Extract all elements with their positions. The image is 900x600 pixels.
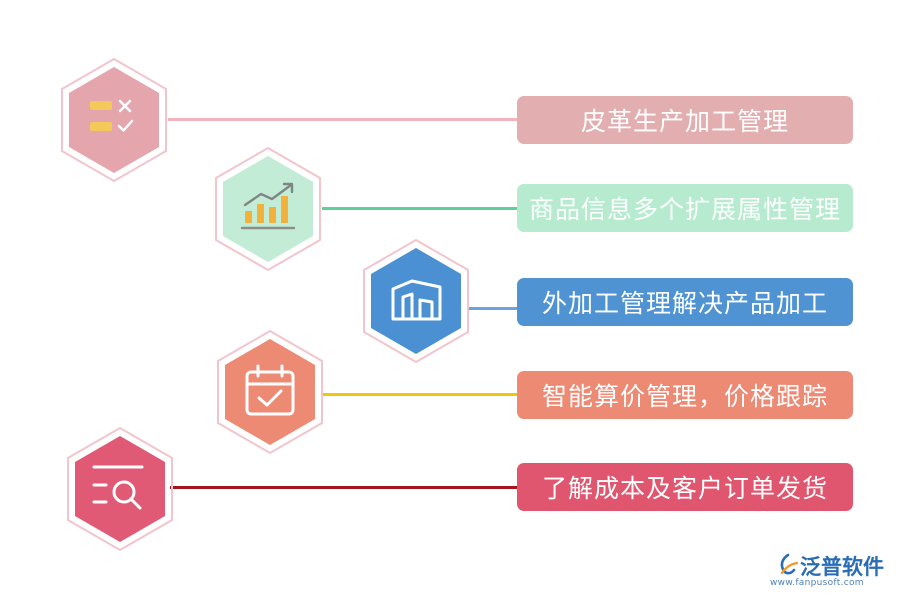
logo-name: 泛普软件 [800,555,884,579]
warehouse-icon [391,279,442,321]
connector-line [170,486,520,489]
logo-url: www.fanpusoft.com [770,578,864,588]
connector-line [468,307,520,310]
label-product-attributes: 商品信息多个扩展属性管理 [517,184,853,232]
label-leather-production: 皮革生产加工管理 [517,96,853,144]
connector-line [168,118,520,121]
fanpu-logo: 泛普软件 www.fanpusoft.com [770,551,890,595]
label-cost-orders: 了解成本及客户订单发货 [517,463,853,511]
fanpu-logo-mark-icon [780,553,799,575]
search-list-icon [92,465,144,510]
hexagon-node [215,146,321,272]
hexagon-node [67,426,173,552]
label-outsourcing: 外加工管理解决产品加工 [517,278,853,326]
hexagon-node [217,329,323,455]
growth-chart-icon [240,182,296,230]
checklist-icon [90,99,134,132]
calendar-check-icon [245,364,295,416]
hexagon-node [61,57,167,183]
connector-line [322,207,520,210]
label-smart-pricing: 智能算价管理，价格跟踪 [517,371,853,419]
connector-line [322,393,520,396]
hexagon-node [363,238,469,364]
